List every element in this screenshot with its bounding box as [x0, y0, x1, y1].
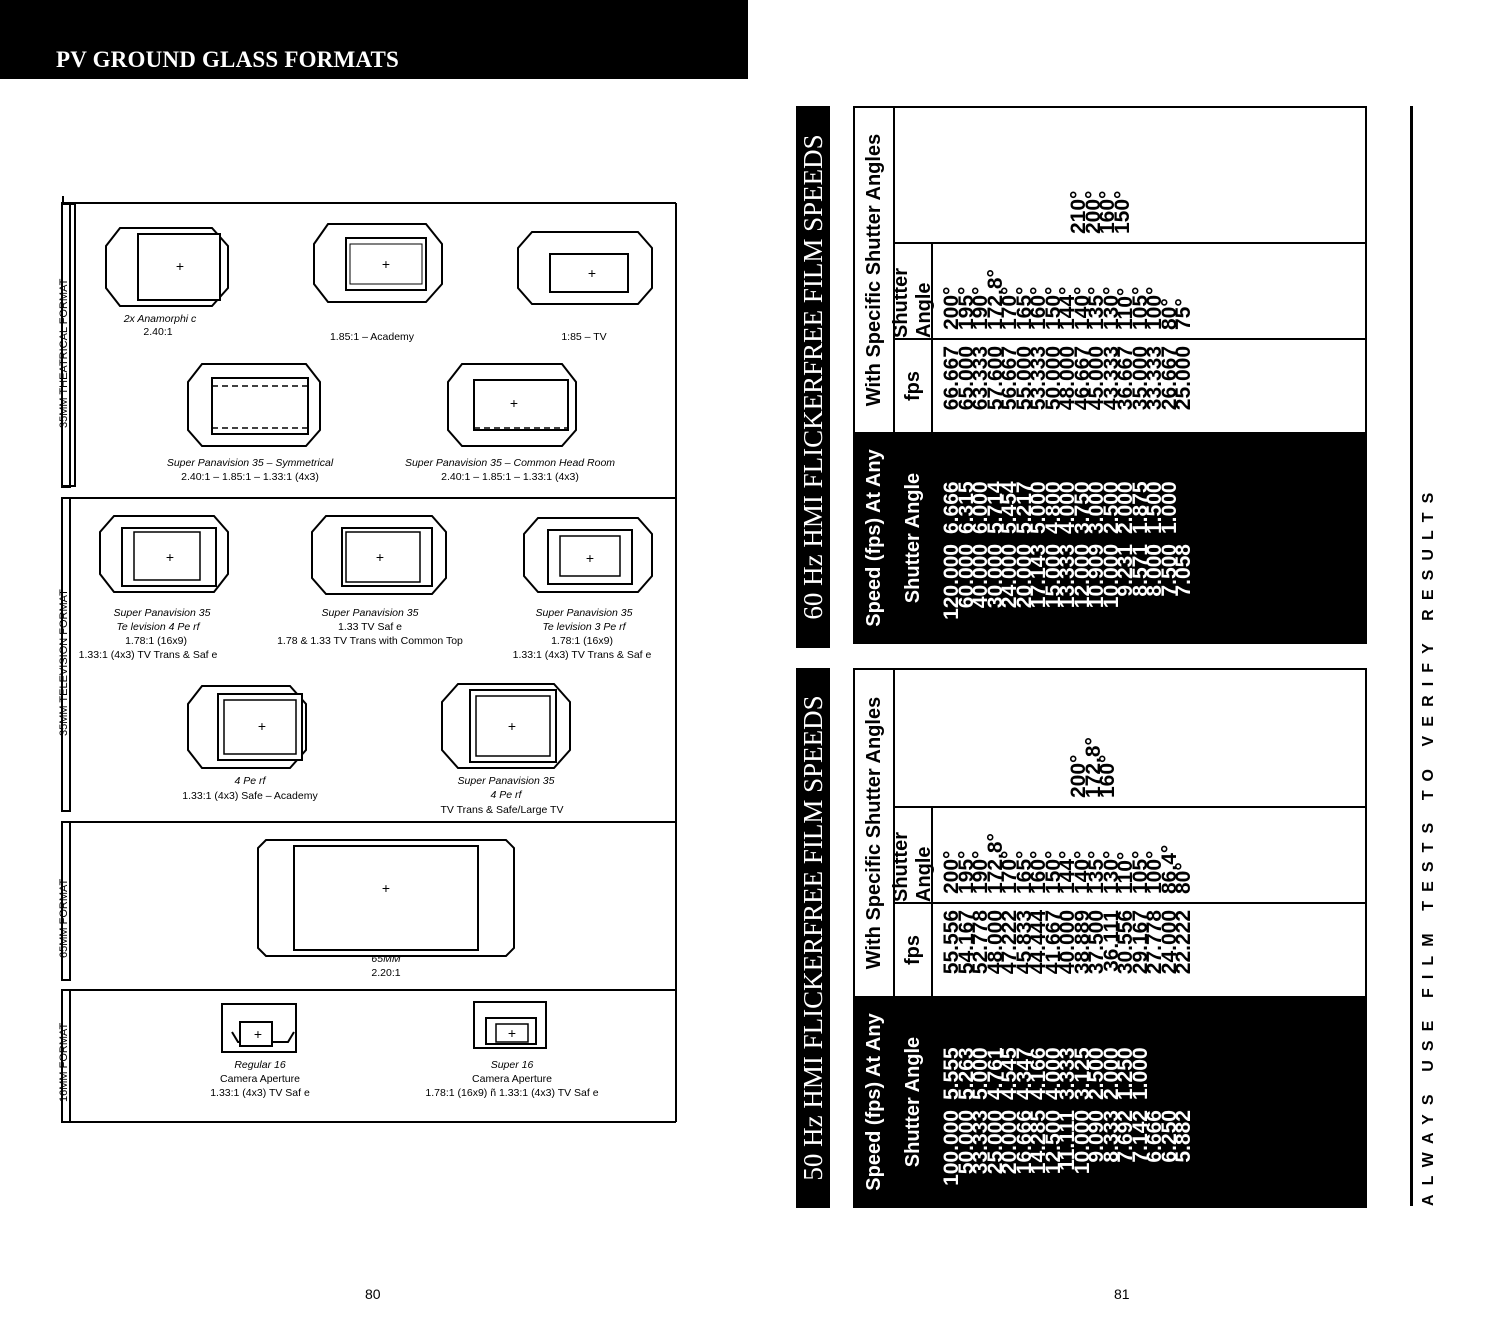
- format-caption: 2.40:1 – 1.85:1 – 1.33:1 (4x3): [441, 471, 579, 483]
- format-caption: 65MM: [371, 953, 400, 965]
- svg-text:+: +: [508, 718, 516, 734]
- format-caption: 4 Pe rf: [491, 789, 523, 801]
- format-caption: 1.33:1 (4x3) Safe – Academy: [182, 790, 318, 802]
- format-caption: Regular 16: [234, 1059, 286, 1071]
- svg-text:+: +: [588, 265, 596, 281]
- page-number-left: 80: [365, 1286, 381, 1302]
- format-caption: Te levision 3 Pe rf: [542, 621, 626, 633]
- svg-text:+: +: [258, 718, 266, 734]
- subheader-shutter-angle: Shutter Angle: [890, 244, 935, 338]
- format-caption: 1.78 & 1.33 TV Trans with Common Top: [277, 635, 463, 647]
- format-caption: 2.20:1: [371, 967, 400, 979]
- format-caption: 2x Anamorphi c: [123, 313, 197, 325]
- svg-text:+: +: [376, 549, 384, 565]
- format-caption: Super Panavision 35 – Common Head Room: [405, 457, 615, 469]
- format-caption: 1.33:1 (4x3) TV Trans & Saf e: [513, 649, 652, 661]
- format-caption: Super Panavision 35: [322, 607, 419, 619]
- subheader-shutter-angle: Shutter Angle: [901, 472, 924, 604]
- format-caption: Super 16: [491, 1059, 534, 1071]
- fps-column: 66.667 65.000 63.333 57.600 56.667 55.00…: [940, 346, 1195, 411]
- table-title-text: 60 Hz HMI FLICKERFREE FILM SPEEDS: [797, 134, 828, 620]
- page-number-right: 81: [1114, 1286, 1130, 1302]
- format-caption: 1.78:1 (16x9) ñ 1.33:1 (4x3) TV Saf e: [425, 1087, 598, 1099]
- table-50hz-title: 50 Hz HMI FLICKERFREE FILM SPEEDS: [796, 668, 830, 1208]
- format-caption: 1:85 – TV: [561, 331, 606, 343]
- page-title: PV GROUND GLASS FORMATS: [56, 47, 400, 72]
- subheader-shutter-angle: Shutter Angle: [901, 1036, 924, 1168]
- format-caption: Camera Aperture: [472, 1073, 552, 1085]
- svg-text:+: +: [586, 550, 594, 566]
- any-speed-column: 100.000 50.000 33.333 25.000 20.000 16.6…: [940, 1110, 1195, 1186]
- format-caption: 4 Pe rf: [235, 775, 267, 787]
- any-second-column: 5.555 5.263 5.000 4.761 4.545 4.347 4.16…: [940, 1047, 1152, 1100]
- any-speed-column: 120.000 60.000 40.000 30.000 24.000 20.0…: [940, 544, 1195, 620]
- svg-text:+: +: [382, 880, 390, 896]
- svg-text:+: +: [176, 258, 184, 274]
- header-any-speed: Speed (fps) At Any: [855, 998, 893, 1206]
- fps-column: 55.556 54.167 52.778 48.000 47.222 45.83…: [940, 910, 1195, 975]
- format-caption: 1.33 TV Saf e: [338, 621, 402, 633]
- angle-column: 200° 195° 190° 172.8° 170° 165° 160° 150…: [940, 269, 1195, 330]
- format-caption: Super Panavision 35: [536, 607, 633, 619]
- format-caption: 1.85:1 – Academy: [330, 331, 415, 343]
- ground-glass-diagram: 35MM THEATRICAL FORMAT 35MM TELEVISION F…: [58, 196, 677, 1123]
- format-caption: 2.40:1: [143, 326, 172, 338]
- footer-rule: [1410, 106, 1413, 1206]
- format-caption: Te levision 4 Pe rf: [116, 621, 200, 633]
- svg-text:+: +: [382, 256, 390, 272]
- format-caption: Super Panavision 35: [458, 775, 555, 787]
- table-title-text: 50 Hz HMI FLICKERFREE FILM SPEEDS: [797, 695, 828, 1181]
- angle-column-extra: 210° 200° 160° 150°: [1067, 190, 1134, 234]
- section-label: 35MM THEATRICAL FORMAT: [58, 278, 70, 428]
- header-specific-angles: With Specific Shutter Angles: [855, 108, 893, 434]
- format-caption: 1.78:1 (16x9): [125, 635, 187, 647]
- format-caption: Super Panavision 35: [114, 607, 211, 619]
- header-specific-angles: With Specific Shutter Angles: [855, 670, 893, 998]
- section-label: 35MM TELEVISION FORMAT: [58, 589, 70, 736]
- svg-text:+: +: [254, 1026, 262, 1042]
- table-60hz: Speed (fps) At Any With Specific Shutter…: [853, 106, 1367, 644]
- svg-text:+: +: [166, 549, 174, 565]
- format-caption: 1.33:1 (4x3) TV Saf e: [210, 1087, 310, 1099]
- subheader-fps: fps: [895, 904, 933, 996]
- format-caption: 2.40:1 – 1.85:1 – 1.33:1 (4x3): [181, 471, 319, 483]
- footer-note: ALWAYS USE FILM TESTS TO VERIFY RESULTS: [1420, 483, 1437, 1206]
- format-caption: TV Trans & Safe/Large TV: [441, 804, 564, 816]
- format-caption: Super Panavision 35 – Symmetrical: [167, 457, 334, 469]
- section-label: 16MM FORMAT: [58, 1022, 70, 1102]
- table-60hz-title: 60 Hz HMI FLICKERFREE FILM SPEEDS: [796, 106, 830, 648]
- any-second-column: 6.666 6.315 6.000 5.714 5.454 5.217 5.00…: [940, 481, 1181, 534]
- svg-text:+: +: [510, 395, 518, 411]
- angle-column-extra: 200° 172.8° 160°: [1067, 737, 1119, 798]
- subheader-fps: fps: [895, 340, 933, 432]
- svg-text:+: +: [508, 1025, 516, 1041]
- table-50hz: Speed (fps) At Any With Specific Shutter…: [853, 668, 1367, 1208]
- section-label: 65MM FORMAT: [58, 878, 70, 958]
- header-bar: PV GROUND GLASS FORMATS: [0, 0, 748, 79]
- format-caption: 1.33:1 (4x3) TV Trans & Saf e: [79, 649, 218, 661]
- header-any-speed: Speed (fps) At Any: [855, 434, 893, 642]
- format-caption: 1.78:1 (16x9): [551, 635, 613, 647]
- angle-column: 200° 195° 190° 172.8° 170° 165° 160° 150…: [940, 833, 1195, 894]
- subheader-shutter-angle: Shutter Angle: [890, 808, 935, 902]
- format-caption: Camera Aperture: [220, 1073, 300, 1085]
